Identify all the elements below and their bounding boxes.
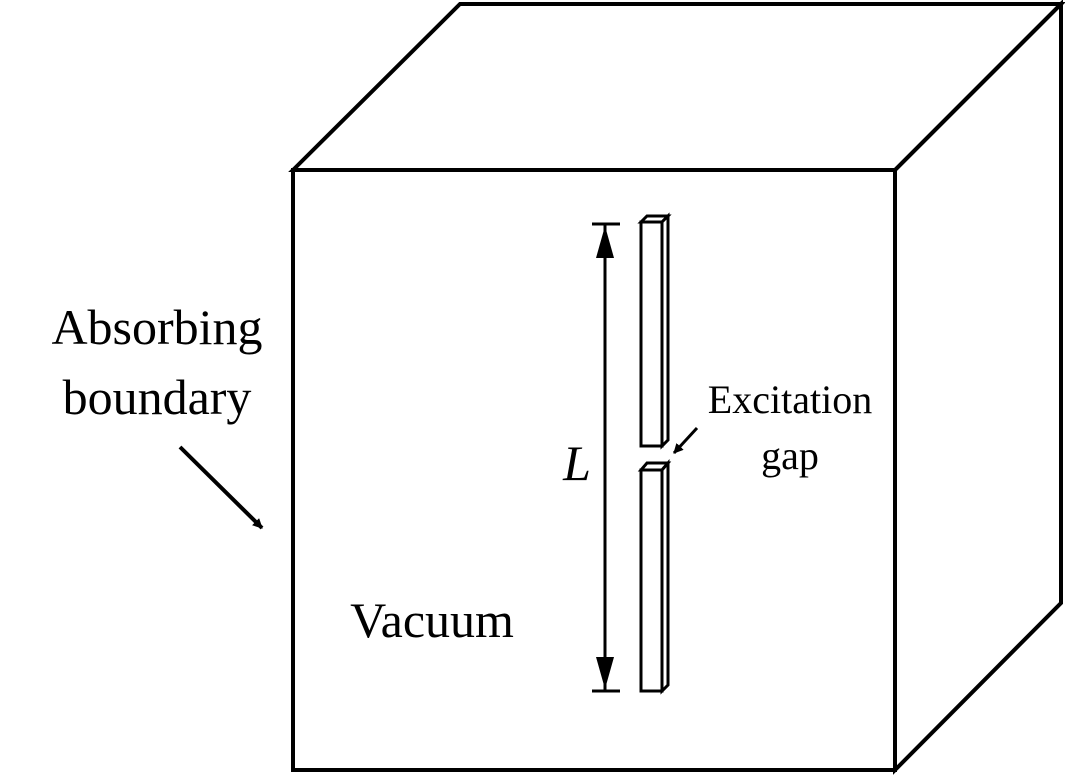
length-arrow-down xyxy=(596,657,614,689)
box-side-face xyxy=(893,0,1063,775)
excitation-label: Excitation xyxy=(708,377,872,422)
length-arrow-up xyxy=(596,226,614,258)
vacuum-label: Vacuum xyxy=(350,592,514,648)
gap-label: gap xyxy=(761,433,819,478)
absorbing-label: Absorbing xyxy=(51,299,262,355)
length-dimension xyxy=(592,222,620,693)
gap-pointer-arrow xyxy=(672,426,699,455)
boundary-pointer-arrow xyxy=(178,445,264,530)
dipole-antenna xyxy=(637,212,672,695)
dipole-upper-arm xyxy=(637,212,672,450)
boundary-label: boundary xyxy=(63,369,252,425)
length-label: L xyxy=(562,435,591,491)
dipole-lower-arm xyxy=(637,458,672,695)
absorbing-boundary-box xyxy=(288,0,1065,775)
box-top-face xyxy=(288,2,1065,172)
